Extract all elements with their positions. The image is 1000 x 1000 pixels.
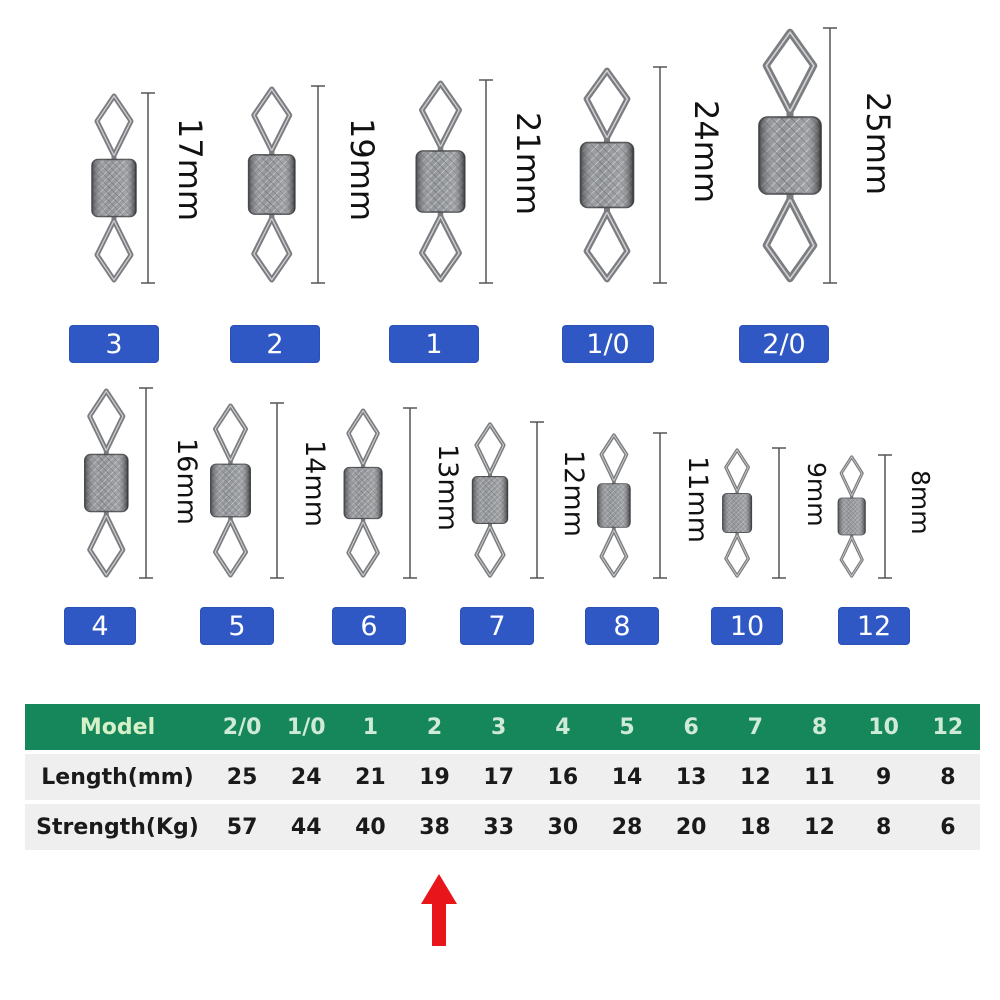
table-cell: 12 bbox=[787, 804, 852, 850]
model-header-cell: 3 bbox=[466, 704, 531, 750]
swivel-image-10 bbox=[597, 433, 631, 578]
table-cell: 17 bbox=[466, 754, 531, 800]
size-badge: 5 bbox=[201, 608, 273, 644]
table-cell: 13 bbox=[659, 754, 724, 800]
table-cell: 6 bbox=[915, 804, 980, 850]
length-label: 16mm bbox=[170, 438, 202, 525]
swivel-image-11 bbox=[721, 448, 752, 578]
table-cell: 20 bbox=[659, 804, 724, 850]
swivel-image-12 bbox=[837, 455, 867, 578]
length-label: 8mm bbox=[905, 470, 935, 535]
model-header-label: Model bbox=[25, 704, 210, 750]
model-header-cell: 10 bbox=[851, 704, 916, 750]
swivel-image-1 bbox=[91, 93, 137, 283]
dimension-line-6 bbox=[139, 387, 153, 579]
model-header-cell: 12 bbox=[915, 704, 980, 750]
table-cell: 21 bbox=[338, 754, 403, 800]
dimension-line-5 bbox=[823, 27, 837, 284]
model-header-cell: 4 bbox=[530, 704, 595, 750]
table-cell: 14 bbox=[594, 754, 660, 800]
model-header-cell: 8 bbox=[787, 704, 852, 750]
table-cell: 12 bbox=[723, 754, 788, 800]
table-cell: 25 bbox=[210, 754, 275, 800]
length-label: 24mm bbox=[687, 100, 725, 204]
model-header-cell: 2/0 bbox=[210, 704, 275, 750]
model-header-cell: 1 bbox=[338, 704, 403, 750]
table-cell: 57 bbox=[210, 804, 275, 850]
dimension-line-8 bbox=[403, 407, 417, 579]
size-badge: 6 bbox=[333, 608, 405, 644]
model-header-cell: 2 bbox=[402, 704, 467, 750]
red-up-arrow-icon bbox=[421, 874, 457, 946]
size-badge: 12 bbox=[839, 608, 909, 644]
swivel-image-2 bbox=[248, 86, 296, 283]
swivel-image-5 bbox=[758, 28, 822, 283]
dimension-line-1 bbox=[141, 92, 155, 284]
table-cell: 9 bbox=[851, 754, 916, 800]
size-badge: 8 bbox=[586, 608, 658, 644]
dimension-line-7 bbox=[270, 402, 284, 579]
swivel-image-4 bbox=[579, 67, 635, 283]
size-badge: 2/0 bbox=[740, 326, 828, 362]
table-cell: 40 bbox=[338, 804, 403, 850]
row-gap bbox=[25, 750, 980, 754]
length-label: 14mm bbox=[298, 440, 330, 527]
length-label: 11mm bbox=[681, 456, 713, 543]
length-label: 13mm bbox=[431, 444, 463, 531]
table-cell: 8 bbox=[915, 754, 980, 800]
size-badge: 2 bbox=[231, 326, 319, 362]
dimension-line-12 bbox=[878, 454, 892, 579]
table-cell: 11 bbox=[787, 754, 852, 800]
swivel-image-9 bbox=[471, 422, 509, 578]
table-cell: 44 bbox=[274, 804, 339, 850]
size-badge: 4 bbox=[65, 608, 135, 644]
length-label: 12mm bbox=[557, 450, 589, 537]
table-cell: 19 bbox=[402, 754, 467, 800]
dimension-line-10 bbox=[653, 432, 667, 579]
length-label: 17mm bbox=[171, 118, 209, 222]
table-cell: 8 bbox=[851, 804, 916, 850]
table-cell: 16 bbox=[530, 754, 595, 800]
size-badge: 1/0 bbox=[563, 326, 653, 362]
length-label: 9mm bbox=[801, 462, 831, 527]
swivel-image-8 bbox=[343, 408, 383, 578]
dimension-line-4 bbox=[653, 66, 667, 284]
model-header-cell: 5 bbox=[594, 704, 660, 750]
swivel-image-3 bbox=[414, 80, 466, 283]
swivel-image-6 bbox=[83, 388, 129, 578]
table-cell: 28 bbox=[594, 804, 660, 850]
model-header-cell: 6 bbox=[659, 704, 724, 750]
model-header-cell: 7 bbox=[723, 704, 788, 750]
row-gap bbox=[25, 800, 980, 804]
dimension-line-2 bbox=[311, 85, 325, 284]
size-badge: 7 bbox=[461, 608, 533, 644]
dimension-line-9 bbox=[530, 421, 544, 579]
size-badge: 1 bbox=[390, 326, 478, 362]
length-label: 25mm bbox=[859, 92, 897, 196]
table-cell: 38 bbox=[402, 804, 467, 850]
table-cell: 30 bbox=[530, 804, 595, 850]
dimension-line-11 bbox=[772, 447, 786, 579]
swivel-image-7 bbox=[209, 403, 251, 578]
row-label: Length(mm) bbox=[25, 754, 210, 800]
model-header-cell: 1/0 bbox=[274, 704, 339, 750]
table-cell: 24 bbox=[274, 754, 339, 800]
size-badge: 10 bbox=[712, 608, 782, 644]
table-cell: 18 bbox=[723, 804, 788, 850]
row-label: Strength(Kg) bbox=[25, 804, 210, 850]
table-cell: 33 bbox=[466, 804, 531, 850]
length-label: 21mm bbox=[509, 112, 547, 216]
length-label: 19mm bbox=[343, 118, 381, 222]
dimension-line-3 bbox=[479, 79, 493, 284]
size-badge: 3 bbox=[70, 326, 158, 362]
